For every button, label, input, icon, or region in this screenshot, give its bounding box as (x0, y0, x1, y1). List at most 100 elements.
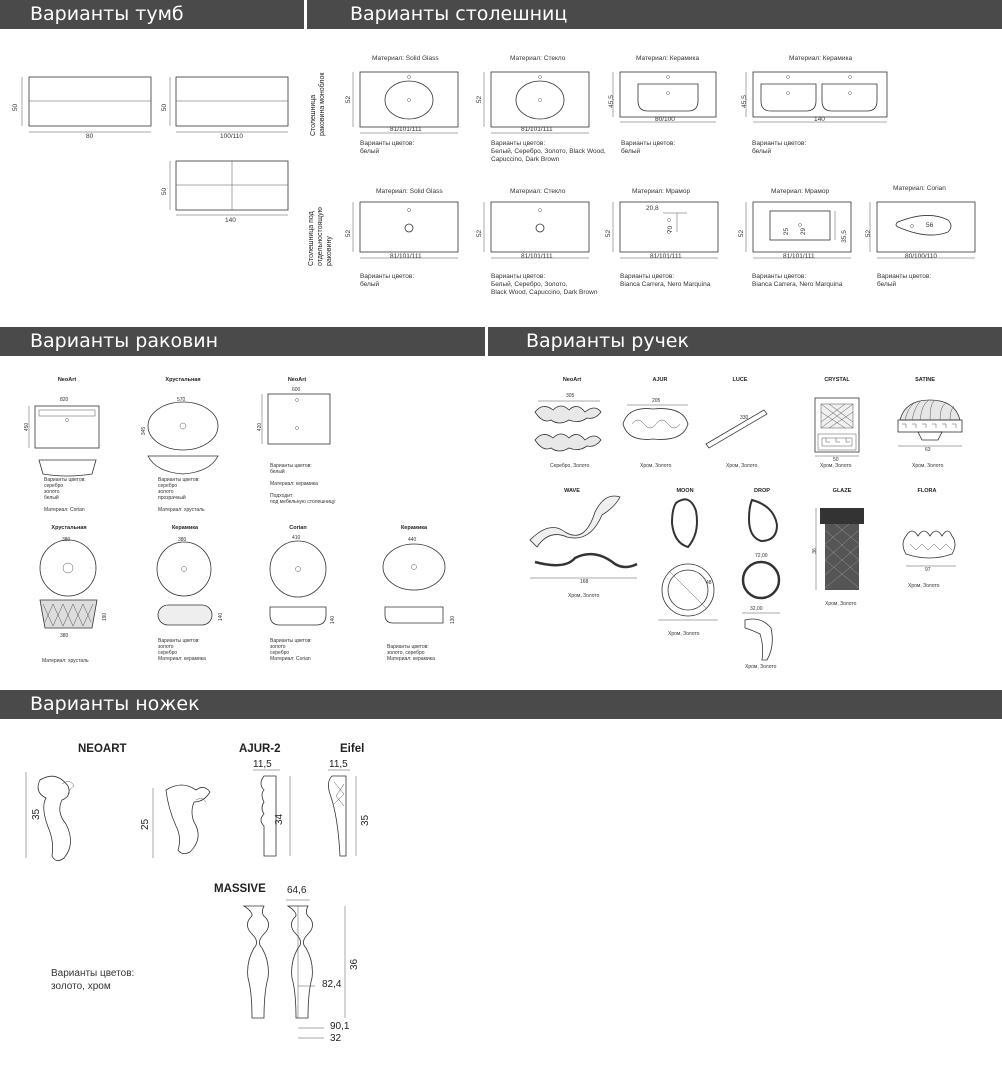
countertop-solid-glass-1 (352, 71, 459, 134)
leg-eifel (328, 769, 357, 857)
ct6-colors: Варианты цветов: Белый, Серебро, Золото,… (491, 273, 598, 296)
sink6-width: 410 (292, 535, 301, 541)
section-header-sinks: Варианты раковин (0, 327, 485, 356)
cabinet2-width: 100/110 (220, 133, 244, 140)
ct4-material: Материал: Керамика (789, 55, 853, 62)
ct1-width: 81/101/111 (390, 126, 422, 133)
handle3-caption: Хром, Золото (726, 463, 758, 469)
sink6-notes: Варианты цветов: золото серебро Материал… (270, 638, 312, 662)
cabinet1-width: 80 (86, 133, 94, 140)
ct6-width: 81/101/111 (521, 253, 553, 260)
handle9-caption: Хром, Золото (825, 601, 857, 607)
ct6-material: Материал: Стекло (510, 188, 566, 195)
leg-massive (242, 899, 346, 1039)
handle6-title: WAVE (564, 488, 580, 494)
sink1-title: NeoArt (57, 377, 77, 383)
ct5-material: Материал: Solid Glass (376, 188, 443, 195)
handle-crystal (814, 397, 860, 457)
leg-massive-width: 64,6 (287, 885, 307, 896)
sink1-height: 450 (24, 422, 31, 432)
sink2-notes: Варианты цветов: серебро золото прозрачн… (158, 477, 205, 513)
cabinet3-width: 140 (225, 217, 236, 224)
ct1-material: Материал: Solid Glass (372, 55, 439, 62)
ct2-height: 52 (476, 95, 484, 104)
leg-ajur-height: 34 (274, 813, 285, 825)
ct3-width: 80/100 (655, 116, 675, 123)
leg-massive-height: 36 (349, 958, 360, 970)
sink3-width: 600 (292, 387, 301, 393)
section-header-legs: Варианты ножек (0, 690, 1002, 719)
sink7-notes: Варианты цветов: золото, серебро Материа… (387, 644, 435, 662)
ct8-width: 81/101/111 (783, 253, 815, 260)
ct2-material: Материал: Стекло (510, 55, 566, 62)
handle5-caption: Хром, Золото (912, 463, 944, 469)
countertop-ceramic-double (745, 71, 888, 123)
cabinet1-height: 50 (12, 103, 20, 112)
cabinet2-height: 50 (161, 103, 169, 112)
sink2-title: Хрустальная (165, 377, 201, 383)
handle-drop (741, 498, 781, 661)
sink-neoart-1 (28, 405, 100, 477)
handle4-caption: Хром, Золото (820, 463, 852, 469)
ct7-extra1: 20,8 (646, 205, 659, 212)
sink6-title: Corian (289, 525, 307, 531)
cabinet-140 (169, 160, 289, 216)
ct8-extra1: 25 (783, 227, 791, 236)
handle1-title: NeoArt (562, 377, 582, 383)
ct2-width: 81/101/111 (521, 126, 553, 133)
handle-neoart (534, 400, 602, 452)
handle2-dim: 205 (652, 398, 661, 404)
sink5-height: 140 (218, 612, 225, 622)
handle-luce (705, 409, 768, 449)
leg-neoart-35 (25, 772, 75, 861)
countertop-row1-label: Столешница раковина моноблок (310, 72, 326, 136)
handle-wave (529, 495, 638, 579)
ct4-colors: Варианты цветов: белый (752, 140, 807, 155)
ct9-width: 80/100/110 (905, 253, 938, 260)
ct5-width: 81/101/111 (390, 253, 422, 260)
ct5-colors: Варианты цветов: белый (360, 273, 415, 288)
leg-ajur-title: AJUR-2 (239, 743, 281, 755)
sink7-width: 440 (408, 537, 417, 543)
cabinet-100-110 (169, 76, 289, 133)
sink5-width: 380 (178, 537, 187, 543)
countertop-solid-glass-2 (352, 201, 459, 259)
sink-crystal-2 (39, 539, 98, 629)
section-header-handles: Варианты ручек (488, 327, 1002, 356)
ct8-material: Материал: Мрамор (771, 188, 830, 195)
handle8-dim2: 32,00 (750, 606, 763, 612)
handle5-dim: 63 (925, 447, 931, 453)
sink-crystal-1 (147, 401, 219, 475)
sink3-height: 420 (257, 422, 264, 432)
ct3-material: Материал: Керамика (636, 55, 700, 62)
handle2-caption: Хром, Золото (640, 463, 672, 469)
handle8-dim: 72,00 (755, 553, 768, 559)
handle3-title: LUCE (732, 377, 748, 383)
leg-massive-d2: 90,1 (330, 1021, 350, 1032)
ct8-colors: Варианты цветов: Bianca Carrera, Nero Ma… (752, 273, 843, 288)
handle-glaze (815, 508, 864, 590)
ct3-colors: Варианты цветов: белый (621, 140, 676, 155)
ct7-extra2: 70 (667, 225, 675, 234)
handle10-dim: 97 (925, 567, 931, 573)
leg-neoart-title: NEOART (78, 743, 127, 755)
sink5-notes: Варианты цветов: золото серебро Материал… (158, 638, 206, 662)
handle1-caption: Серебро, Золото (550, 463, 590, 469)
ct7-height: 52 (605, 229, 613, 238)
sink3-title: NeoArt (287, 377, 307, 383)
ct9-colors: Варианты цветов: белый (877, 273, 932, 288)
sink5-title: Керамика (171, 525, 199, 531)
handle3-dim: 330 (740, 415, 749, 421)
handle-ajur (622, 404, 689, 440)
sink4-title: Хрустальная (51, 525, 87, 531)
sink3-notes: Варианты цветов: белый Материал: керамик… (270, 463, 336, 505)
handle5-title: SATINE (915, 377, 935, 383)
sink4-height: 190 (102, 612, 109, 622)
countertop-ceramic-1 (612, 71, 717, 123)
ct6-height: 52 (476, 229, 484, 238)
leg-neoart-25 (152, 784, 211, 858)
handle8-caption: Хром, Золото (745, 664, 777, 670)
sink4-notes: Материал: хрусталь (42, 658, 89, 664)
sink-ceramic-2 (382, 543, 446, 624)
cabinet3-height: 50 (161, 187, 169, 196)
